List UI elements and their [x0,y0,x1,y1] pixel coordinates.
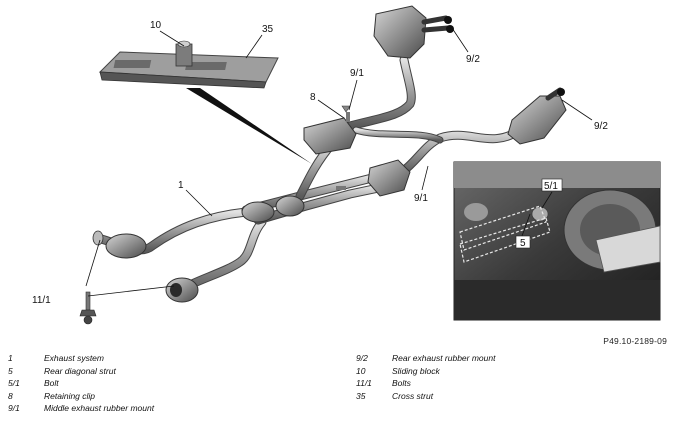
legend-right: 9/2 Rear exhaust rubber mount 10 Sliding b… [356,352,495,402]
legend-item: 5 Rear diagonal strut [8,365,154,378]
center-resonator [241,195,305,223]
rear-muffler-right [507,87,567,145]
legend-number: 35 [356,390,366,401]
legend-number: 9/2 [356,353,368,363]
legend-text: Bolts [392,378,411,388]
callout-5: 5 [520,238,526,249]
legend-item: 1 Exhaust system [8,352,154,365]
callout-9-2-right: 9/2 [594,121,608,132]
callout-10: 10 [150,20,162,31]
callout-1: 1 [178,180,184,191]
legend-text: Exhaust system [44,353,104,363]
rear-muffler-left [373,5,454,59]
legend-text: Rear diagonal strut [44,365,116,376]
callout-5-1-box [541,178,563,192]
legend-item: 5/1 Bolt [8,377,154,390]
callout-35: 35 [262,24,274,35]
legend-number: 11/1 [356,378,372,388]
callout-5-1: 5/1 [544,181,558,192]
legend-number: 9/1 [8,403,20,413]
legend-number: 5 [8,365,13,376]
legend-number: 10 [356,365,366,376]
legend-item: 9/2 Rear exhaust rubber mount [356,352,495,365]
cross-strut-part [98,40,279,89]
legend-left: 1 Exhaust system 5 Rear diagonal strut 5/1… [8,352,154,415]
legend-text: Middle exhaust rubber mount [44,403,155,413]
catalytic-converter-lower [165,277,199,303]
retaining-clip-part [341,105,351,122]
legend-text: Retaining clip [44,390,96,401]
legend-item: 35 Cross strut [356,390,495,403]
bolt-part [79,291,97,325]
callout-11-1: 11/1 [32,295,51,306]
legend-item: 11/1 Bolts [356,377,495,390]
legend-number: 5/1 [8,378,20,388]
legend-text: Bolt [44,378,59,388]
legend-text: Sliding block [392,365,440,376]
callout-5-box [515,235,531,249]
legend-number: 8 [8,390,13,401]
legend-text: Rear exhaust rubber mount [392,353,496,363]
callout-9-1-lower: 9/1 [414,193,428,204]
inset-pointer [186,88,312,164]
catalytic-converter-front [92,230,147,259]
leader-lines [85,27,593,297]
mount-bracket-part [336,186,346,190]
reference-code: P49.10-2189-09 [603,336,667,346]
legend-item: 9/1 Middle exhaust rubber mount [8,402,154,415]
exhaust-diagram: 10 35 9/1 8 9/2 9/2 1 9/1 11/1 5/1 5 [32,5,661,325]
callout-9-2-left: 9/2 [466,54,480,65]
callout-9-1-upper: 9/1 [350,68,364,79]
legend-item: 8 Retaining clip [8,390,154,403]
callout-8: 8 [310,92,316,103]
legend-number: 1 [8,353,13,363]
middle-muffler-upper [303,117,357,155]
legend-text: Cross strut [392,390,434,401]
legend-item: 10 Sliding block [356,365,495,378]
middle-muffler-lower [367,159,411,197]
